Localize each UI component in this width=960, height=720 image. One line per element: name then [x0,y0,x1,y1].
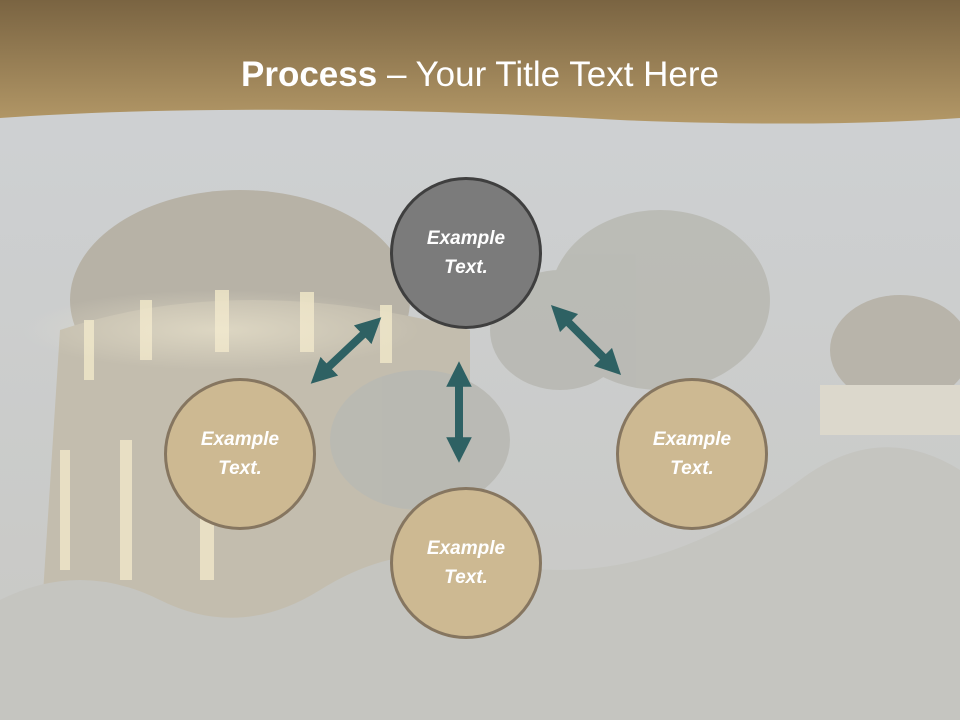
node-right-line1: Example [652,429,732,450]
node-center-line2: Text. [444,257,488,278]
node-right-label: Example Text. [632,425,752,483]
node-right: Example Text. [616,378,768,530]
node-bottom: Example Text. [390,487,542,639]
node-left-line2: Text. [218,458,262,479]
arrow-right-diagonal [550,304,622,376]
node-left: Example Text. [164,378,316,530]
title-band [0,0,960,124]
node-bottom-label: Example Text. [406,534,526,592]
slide-title-rest: – Your Title Text Here [377,55,719,94]
node-right-line2: Text. [670,458,714,479]
node-center-line1: Example [426,228,506,249]
arrow-left-diagonal [310,317,382,384]
node-center: Example Text. [390,177,542,329]
node-center-label: Example Text. [406,224,526,282]
node-left-line1: Example [200,429,280,450]
node-left-label: Example Text. [180,425,300,483]
node-bottom-line2: Text. [444,567,488,588]
slide-title: Process – Your Title Text Here [0,52,960,98]
node-bottom-line1: Example [426,538,506,559]
slide-title-bold: Process [241,55,378,94]
